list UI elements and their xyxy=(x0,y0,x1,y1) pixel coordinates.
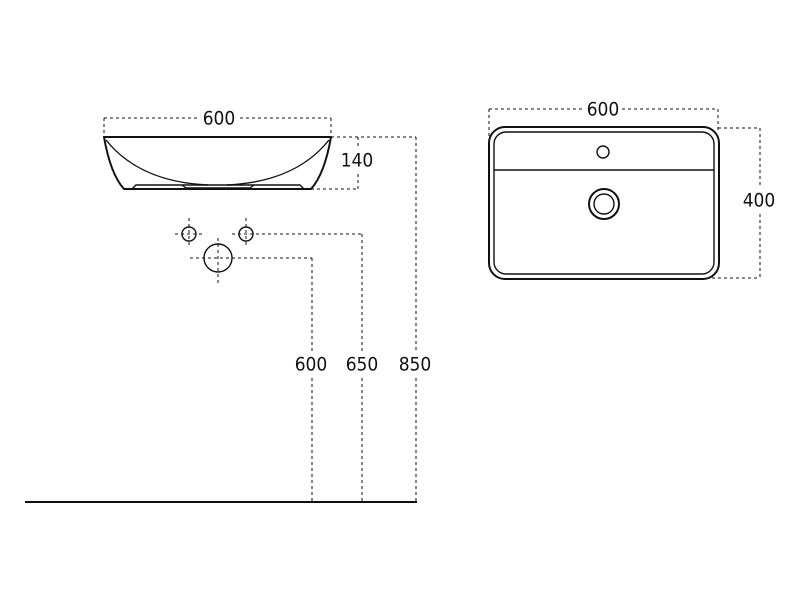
top-depth-label: 400 xyxy=(743,190,776,212)
wall-connections xyxy=(175,218,362,285)
drain-height-label: 600 xyxy=(295,354,328,376)
tap-height-dimension: 650 xyxy=(346,234,379,502)
drain-connection xyxy=(190,238,312,285)
basin-top-outline xyxy=(488,126,720,280)
drain-height-dimension: 600 xyxy=(295,258,328,502)
side-height-dimension: 140 xyxy=(311,136,374,190)
height-dimensions: 600 650 850 xyxy=(295,137,432,502)
drain-icon xyxy=(588,188,620,220)
side-width-label: 600 xyxy=(203,108,236,130)
total-height-label: 850 xyxy=(399,354,432,376)
total-height-dimension: 850 xyxy=(399,137,432,502)
tap-hole-icon xyxy=(596,145,610,159)
side-height-label: 140 xyxy=(341,150,374,172)
top-width-label: 600 xyxy=(587,99,620,121)
tap-height-label: 650 xyxy=(346,354,379,376)
basin-side-outline xyxy=(103,136,332,190)
tap-connection-left xyxy=(175,218,203,248)
top-view: 600 400 xyxy=(488,99,776,280)
tap-connection-right xyxy=(232,218,362,248)
side-view: 600 140 xyxy=(103,108,416,190)
top-depth-dimension: 400 xyxy=(706,127,776,279)
top-width-dimension: 600 xyxy=(488,99,719,140)
side-width-dimension: 600 xyxy=(103,108,332,137)
